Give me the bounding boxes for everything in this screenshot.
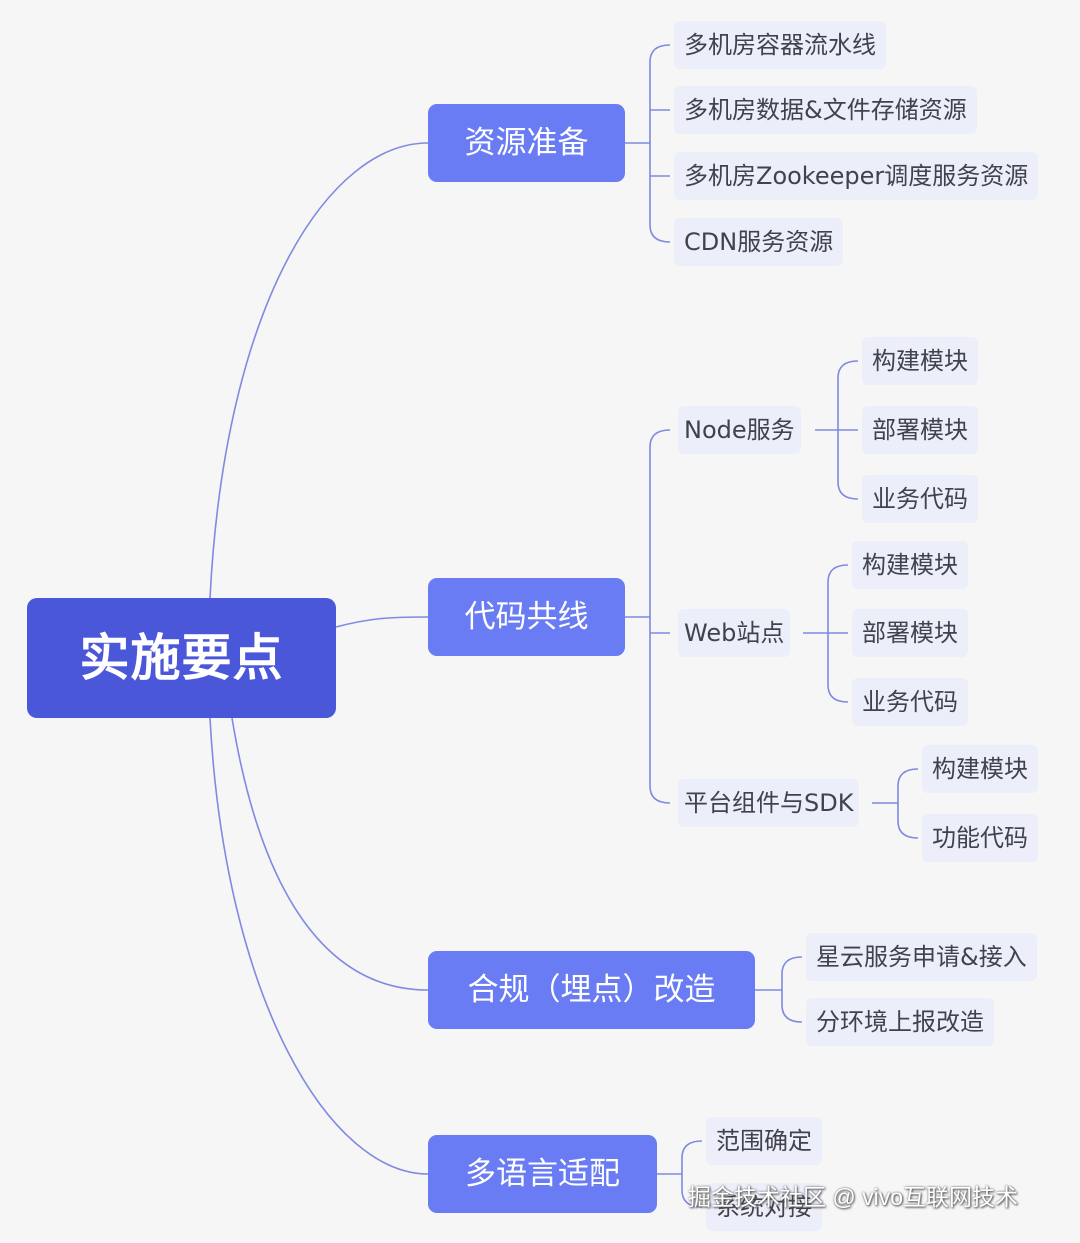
- leaf-env-reporting: 分环境上报改造: [806, 998, 994, 1046]
- root-node: 实施要点: [27, 598, 336, 718]
- connector-root-to-code: [335, 616, 429, 628]
- sub-web-site: Web站点: [678, 609, 791, 657]
- connector-root-to-compliance: [231, 717, 429, 991]
- leaf-web-business-code: 业务代码: [852, 678, 968, 726]
- sub-platform-sdk: 平台组件与SDK: [678, 779, 860, 827]
- sub-node-service: Node服务: [678, 406, 801, 454]
- branch-compliance: 合规（埋点）改造: [428, 951, 755, 1029]
- leaf-zookeeper-resource: 多机房Zookeeper调度服务资源: [674, 152, 1039, 200]
- leaf-container-pipeline: 多机房容器流水线: [674, 21, 886, 69]
- watermark-text: 掘金技术社区 @ vivo互联网技术: [688, 1184, 1019, 1210]
- leaf-node-business-code: 业务代码: [862, 475, 978, 523]
- leaf-data-file-storage: 多机房数据&文件存储资源: [674, 86, 977, 134]
- leaf-scope-confirm: 范围确定: [706, 1117, 822, 1165]
- branch-code-colocation: 代码共线: [428, 578, 625, 656]
- connector-root-to-multilang: [209, 717, 429, 1175]
- leaf-sdk-function-code: 功能代码: [922, 814, 1038, 862]
- leaf-web-build-module: 构建模块: [852, 541, 968, 589]
- leaf-node-build-module: 构建模块: [862, 337, 978, 385]
- branch-multilanguage: 多语言适配: [428, 1135, 657, 1213]
- connector-root-to-resources: [209, 142, 429, 599]
- leaf-node-deploy-module: 部署模块: [862, 406, 978, 454]
- branch-resource-prep: 资源准备: [428, 104, 625, 182]
- leaf-nebula-service: 星云服务申请&接入: [806, 933, 1037, 981]
- leaf-sdk-build-module: 构建模块: [922, 745, 1038, 793]
- leaf-cdn-resource: CDN服务资源: [674, 218, 844, 266]
- leaf-system-integration: 系统对接: [706, 1183, 822, 1231]
- leaf-web-deploy-module: 部署模块: [852, 609, 968, 657]
